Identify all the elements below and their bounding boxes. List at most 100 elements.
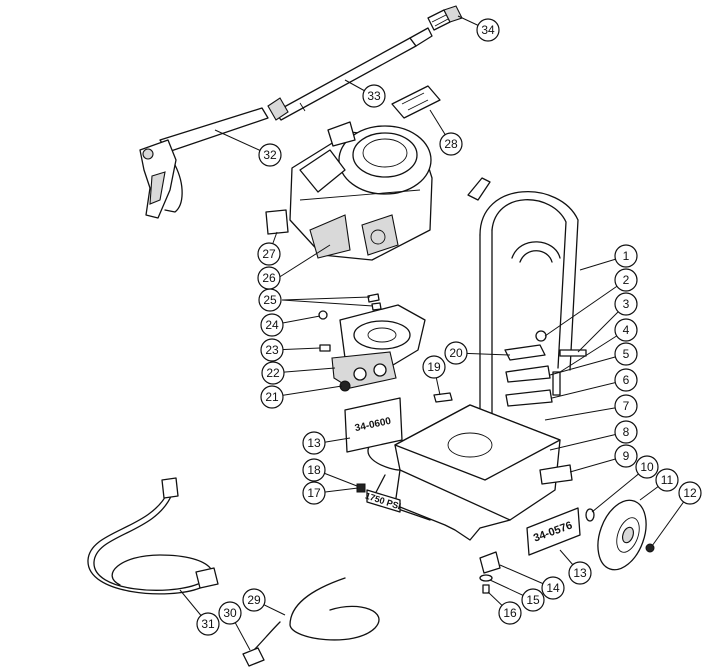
callout-20: 20 [444, 341, 468, 365]
callout-number: 11 [661, 473, 674, 487]
callout-circle [614, 420, 638, 444]
callout-12: 12 [678, 481, 702, 505]
callout-circle [614, 292, 638, 316]
callout-number: 29 [247, 593, 261, 607]
callout-number: 23 [265, 343, 279, 357]
callout-13: 13 [302, 431, 326, 455]
foot-part [479, 551, 501, 594]
callout-circle [257, 266, 281, 290]
detergent-tube-part [242, 577, 380, 667]
callout-circle [614, 268, 638, 292]
callout-19: 19 [422, 355, 446, 379]
callout-number: 31 [201, 617, 215, 631]
callout-13: 13 [568, 561, 592, 585]
callout-29: 29 [242, 588, 266, 612]
callout-6: 6 [614, 368, 638, 392]
callout-25: 25 [258, 288, 282, 312]
callout-number: 15 [526, 593, 540, 607]
callout-2: 2 [614, 268, 638, 292]
callout-32: 32 [258, 143, 282, 167]
callout-number: 9 [623, 449, 630, 463]
callout-number: 33 [367, 89, 381, 103]
callout-circle [261, 361, 285, 385]
callout-number: 16 [503, 606, 517, 620]
callout-9: 9 [614, 444, 638, 468]
callout-number: 4 [623, 323, 630, 337]
callout-circle [521, 588, 545, 612]
callout-21: 21 [260, 385, 284, 409]
callout-number: 6 [623, 373, 630, 387]
callout-circle [614, 342, 638, 366]
callout-1: 1 [614, 244, 638, 268]
callout-number: 19 [427, 360, 441, 374]
spray-wand-part [267, 27, 433, 121]
callout-layer: 1234567891011121313141516171819202122232… [196, 18, 702, 636]
callout-circle [302, 431, 326, 455]
callout-33: 33 [362, 84, 386, 108]
callout-circle [242, 588, 266, 612]
callout-27: 27 [257, 242, 281, 266]
callout-8: 8 [614, 420, 638, 444]
callout-circle [260, 385, 284, 409]
callout-number: 2 [623, 273, 630, 287]
callout-number: 28 [444, 137, 458, 151]
callout-circle [439, 132, 463, 156]
callout-34: 34 [476, 18, 500, 42]
callout-circle [362, 84, 386, 108]
callout-24: 24 [260, 313, 284, 337]
decal-lower-part [526, 507, 581, 556]
cart-frame-part [367, 177, 587, 541]
callout-26: 26 [257, 266, 281, 290]
callout-number: 13 [573, 566, 587, 580]
callout-number: 27 [262, 247, 276, 261]
callout-11: 11 [655, 468, 679, 492]
callout-3: 3 [614, 292, 638, 316]
callout-circle [678, 481, 702, 505]
callout-circle [635, 455, 659, 479]
callout-number: 21 [265, 390, 279, 404]
decal-upper-part [344, 397, 403, 453]
callout-circle [257, 242, 281, 266]
callout-5: 5 [614, 342, 638, 366]
callout-30: 30 [218, 601, 242, 625]
callout-number: 34 [481, 23, 495, 37]
callout-circle [302, 481, 326, 505]
callout-circle [260, 313, 284, 337]
callout-number: 5 [623, 347, 630, 361]
callout-18: 18 [302, 458, 326, 482]
wheel-part [585, 499, 655, 571]
callout-circle [568, 561, 592, 585]
spray-gun-part [139, 107, 269, 219]
callout-circle [614, 244, 638, 268]
callout-17: 17 [302, 481, 326, 505]
callout-7: 7 [614, 394, 638, 418]
callout-circle [614, 368, 638, 392]
engine-part [265, 121, 433, 261]
callout-number: 13 [307, 436, 321, 450]
callout-circle [258, 143, 282, 167]
callout-number: 32 [263, 148, 277, 162]
callout-number: 8 [623, 425, 630, 439]
fasteners-part [318, 293, 382, 392]
callout-number: 18 [307, 463, 321, 477]
callout-number: 17 [307, 486, 321, 500]
callout-22: 22 [261, 361, 285, 385]
callout-number: 22 [266, 366, 280, 380]
callout-circle [218, 601, 242, 625]
callout-number: 10 [640, 460, 654, 474]
callout-number: 25 [263, 293, 277, 307]
callout-circle [302, 458, 326, 482]
callout-31: 31 [196, 612, 220, 636]
callout-circle [260, 338, 284, 362]
callout-number: 12 [683, 486, 697, 500]
high-pressure-hose-part [87, 477, 219, 595]
callout-number: 14 [546, 581, 560, 595]
callout-number: 24 [265, 318, 279, 332]
pump-part [331, 304, 426, 389]
callout-number: 26 [262, 271, 276, 285]
callout-circle [614, 444, 638, 468]
callout-circle [498, 601, 522, 625]
callout-number: 20 [449, 346, 463, 360]
callout-number: 7 [623, 399, 630, 413]
